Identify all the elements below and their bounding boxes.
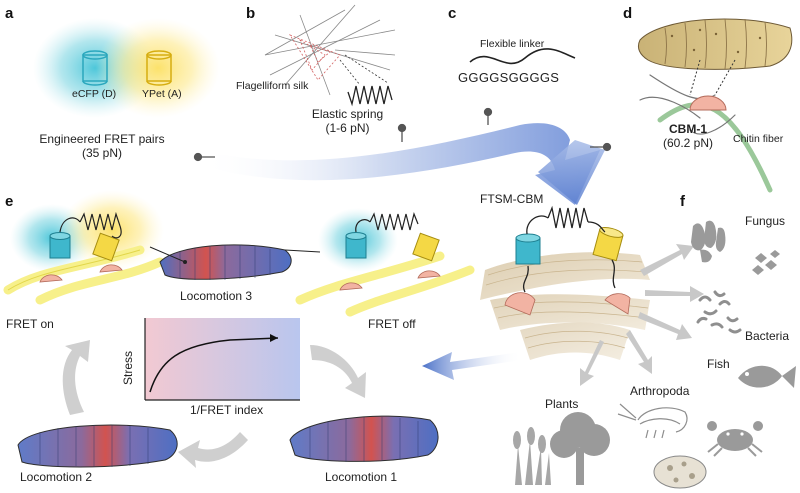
tree-icon — [550, 412, 610, 485]
fret-pair-illustration — [33, 18, 220, 118]
stress-plot — [144, 318, 300, 401]
cbm-domain-icon — [689, 95, 727, 111]
ypet-label: YPet (A) — [142, 88, 182, 100]
panel-label-a: a — [5, 5, 14, 22]
flexible-linker-label: Flexible linker — [480, 38, 545, 50]
ftsm-spring-icon — [547, 205, 589, 229]
bacteria-label: Bacteria — [745, 329, 790, 343]
shrimp-icon — [617, 403, 688, 439]
locomotion-3-label: Locomotion 3 — [180, 289, 253, 303]
cbm1-force: (60.2 pN) — [662, 135, 714, 150]
ecfp-label: eCFP (D) — [72, 88, 117, 100]
fret-on-construct — [3, 190, 165, 305]
ftsm-ypet-cylinder-icon — [592, 226, 624, 262]
crab-icon — [707, 421, 763, 457]
fungus-label: Fungus — [745, 214, 786, 228]
locomotion-1-label: Locomotion 1 — [325, 470, 398, 484]
ypet-cylinder-icon — [146, 50, 172, 86]
fret-on-label: FRET on — [6, 317, 54, 331]
stress-axis-label: Stress — [121, 350, 135, 385]
locomotion-2-label: Locomotion 2 — [20, 470, 93, 484]
fret-off-construct — [295, 208, 475, 317]
fish-label: Fish — [707, 357, 730, 371]
bacteria-icon — [696, 290, 742, 334]
left-blue-arrow — [422, 352, 522, 380]
ftsm-cbm-label: FTSM-CBM — [480, 192, 544, 206]
larva-locomotion-3 — [149, 244, 321, 280]
chitin-fiber-label: Chitin fiber — [733, 133, 784, 145]
elastic-spring-title: Elastic spring — [311, 107, 384, 121]
flagelliform-silk-label: Flagelliform silk — [236, 80, 309, 92]
cbm1-title: CBM-1 — [669, 122, 707, 136]
panel-label-f: f — [680, 193, 685, 210]
elastic-spring-label: Elastic spring (1-6 pN) — [300, 107, 395, 136]
larva-locomotion-2 — [17, 424, 178, 468]
plants-icon — [513, 427, 551, 485]
ecfp-cylinder-icon — [82, 50, 108, 86]
spider-web-illustration — [264, 4, 396, 96]
fret-pairs-force: (35 pN) — [81, 145, 122, 160]
panel-label-c: c — [448, 5, 457, 22]
ftsm-cbm-construct — [504, 205, 631, 316]
fish-icon — [738, 365, 796, 388]
panel-label-e: e — [5, 193, 14, 210]
engineered-fret-pairs-label: Engineered FRET pairs (35 pN) — [22, 132, 182, 161]
application-arrows — [580, 244, 704, 386]
arthropod-shell-icon — [653, 455, 707, 489]
fungus-icon — [691, 220, 780, 275]
larva-top-illustration — [637, 18, 793, 96]
larva-locomotion-1 — [289, 415, 439, 462]
assembly-arrow — [200, 123, 605, 205]
panel-label-b: b — [246, 5, 256, 22]
cbm1-label: CBM-1 (60.2 pN) — [655, 122, 721, 151]
cycle-arrows — [62, 340, 366, 468]
fret-off-label: FRET off — [368, 317, 416, 331]
connector-stems — [193, 107, 612, 162]
ftsm-ecfp-cylinder-icon — [515, 233, 541, 265]
panel-label-d: d — [623, 5, 633, 22]
elastic-spring-force: (1-6 pN) — [325, 120, 370, 135]
linker-sequence: GGGGSGGGGS — [458, 70, 560, 85]
fret-index-axis-label: 1/FRET index — [190, 403, 264, 417]
arthropoda-label: Arthropoda — [630, 384, 690, 398]
plants-label: Plants — [545, 397, 579, 411]
flexible-linker-line — [469, 48, 576, 65]
fret-pairs-title: Engineered FRET pairs — [39, 132, 165, 146]
elastic-spring-icon — [347, 85, 393, 107]
